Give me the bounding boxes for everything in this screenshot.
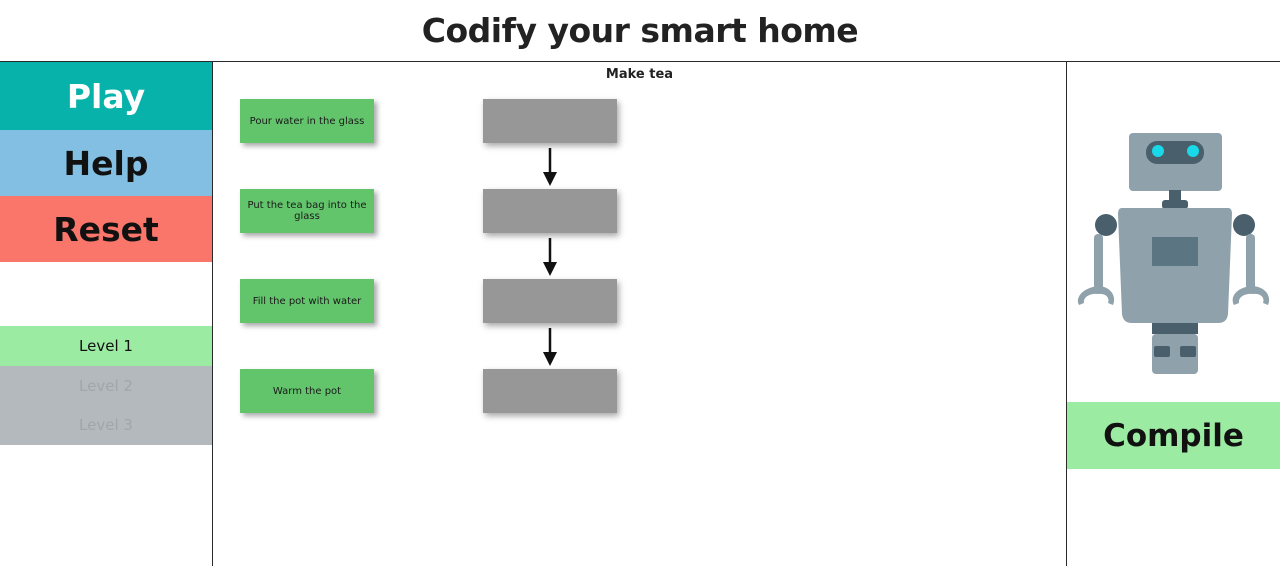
level-1-button[interactable]: Level 1 [0, 326, 212, 366]
level-3-button: Level 3 [0, 405, 212, 445]
drop-slot-2[interactable] [483, 189, 617, 233]
page-title: Codify your smart home [421, 11, 859, 50]
drop-slot-4[interactable] [483, 369, 617, 413]
instruction-card[interactable]: Fill the pot with water [240, 279, 374, 323]
instruction-card[interactable]: Warm the pot [240, 369, 374, 413]
arrow-down-icon [543, 328, 557, 366]
drop-slot-1[interactable] [483, 99, 617, 143]
task-title: Make tea [605, 67, 674, 82]
level-list: Level 1 Level 2 Level 3 [0, 326, 212, 445]
compile-button[interactable]: Compile [1067, 402, 1280, 469]
play-button[interactable]: Play [0, 62, 212, 130]
instruction-card[interactable]: Pour water in the glass [240, 99, 374, 143]
help-button[interactable]: Help [0, 130, 212, 196]
reset-button[interactable]: Reset [0, 196, 212, 262]
left-divider [212, 62, 213, 566]
left-sidebar: Play Help Reset Level 1 Level 2 Level 3 [0, 62, 212, 566]
instruction-card[interactable]: Put the tea bag into the glass [240, 189, 374, 233]
right-divider [1066, 62, 1067, 566]
drop-slot-3[interactable] [483, 279, 617, 323]
robot-icon [1077, 133, 1270, 374]
arrow-down-icon [543, 148, 557, 186]
arrow-down-icon [543, 238, 557, 276]
level-2-button: Level 2 [0, 366, 212, 406]
app-header: Codify your smart home [0, 0, 1280, 62]
